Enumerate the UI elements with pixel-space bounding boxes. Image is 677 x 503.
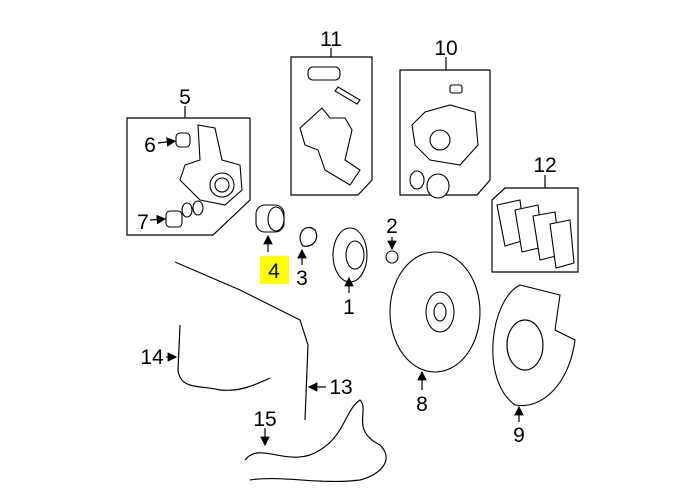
- highlight-4: [260, 256, 289, 284]
- callout-1[interactable]: 1: [343, 296, 355, 319]
- callout-9[interactable]: 9: [513, 424, 525, 447]
- callout-15[interactable]: 15: [253, 408, 276, 431]
- callout-8[interactable]: 8: [416, 393, 428, 416]
- callout-13[interactable]: 13: [329, 376, 352, 399]
- brake-pads-box: [491, 175, 579, 273]
- hub-nut: [385, 237, 399, 264]
- knuckle-group-box: [126, 106, 251, 236]
- dust-shield: [492, 284, 576, 422]
- sensor-harness: [244, 399, 387, 483]
- callout-5[interactable]: 5: [179, 86, 191, 109]
- brake-hose: [174, 261, 326, 421]
- callout-4[interactable]: 4: [268, 260, 280, 283]
- callout-3[interactable]: 3: [296, 267, 308, 290]
- caliper-box: [399, 57, 491, 199]
- callout-6[interactable]: 6: [144, 134, 156, 157]
- callout-7[interactable]: 7: [137, 211, 149, 234]
- wheel-hub: [332, 227, 368, 293]
- callout-2[interactable]: 2: [386, 215, 398, 238]
- caliper-bracket-box: [290, 48, 373, 196]
- snap-ring: [297, 226, 318, 265]
- abs-sensor: [166, 324, 271, 391]
- callout-11[interactable]: 11: [320, 28, 342, 51]
- callout-10[interactable]: 10: [434, 37, 457, 60]
- callout-14[interactable]: 14: [140, 346, 164, 369]
- callout-12[interactable]: 12: [533, 154, 556, 177]
- wheel-bearing: [255, 204, 285, 252]
- brake-rotor: [389, 251, 481, 390]
